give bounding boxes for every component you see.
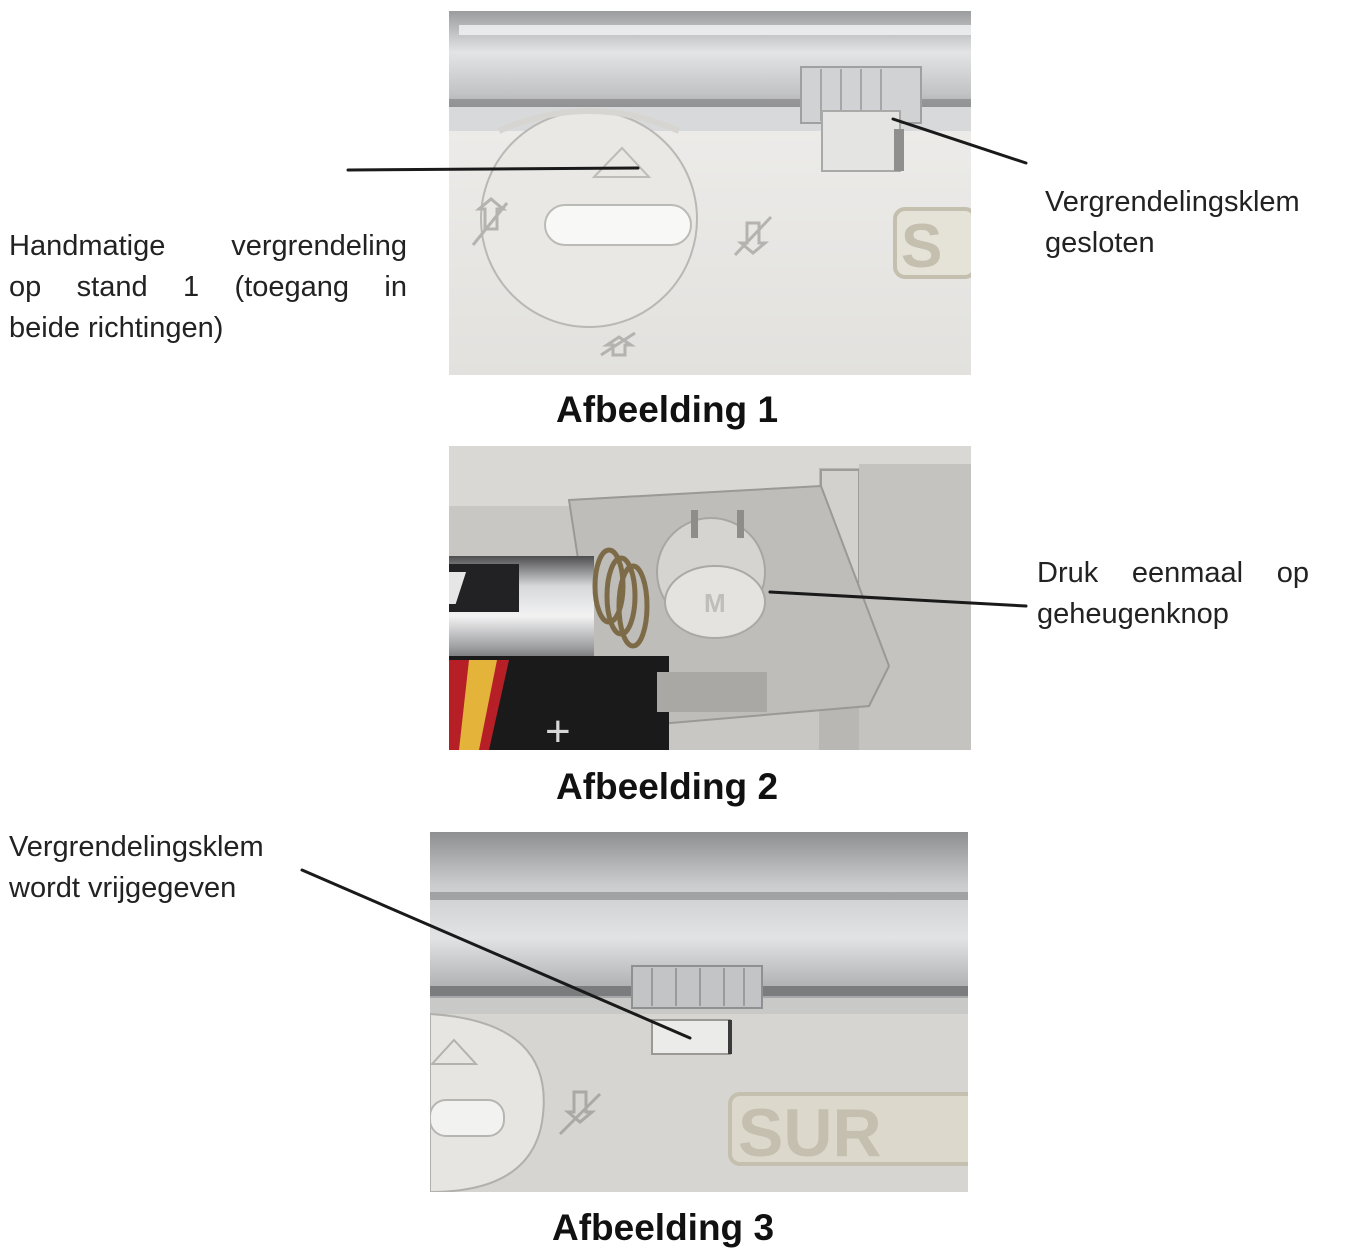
figure-1-left-label: Handmatige vergrendeling op stand 1 (toe…	[9, 226, 407, 349]
figure-1-photo: S	[449, 11, 971, 375]
label-line: Vergrendelingsklem	[9, 831, 264, 863]
figure-2-caption: Afbeelding 2	[556, 766, 779, 807]
label-line: Vergrendelingsklem	[1045, 186, 1300, 218]
label-line: wordt vrijgegeven	[9, 872, 237, 904]
label-line: Handmatige vergrendeling	[9, 230, 407, 262]
logo-text-sur: SUR	[738, 1095, 882, 1171]
label-line: geheugenknop	[1037, 598, 1229, 630]
label-line: op stand 1 (toegang in	[9, 271, 407, 303]
logo-text: S	[901, 212, 942, 281]
label-line: gesloten	[1045, 227, 1155, 259]
figure-2-right-label: Druk eenmaal op geheugenknop	[1037, 553, 1309, 635]
figure-1-caption: Afbeelding 1	[556, 389, 779, 430]
figure-3-photo: SUR	[430, 832, 968, 1192]
label-line: Druk eenmaal op	[1037, 557, 1309, 589]
figure-2-photo: M +	[449, 446, 971, 750]
figure-1-right-label: Vergrendelingsklem gesloten	[1045, 182, 1300, 264]
figure-3-caption: Afbeelding 3	[552, 1207, 775, 1248]
figure-3-left-label: Vergrendelingsklem wordt vrijgegeven	[9, 827, 264, 909]
svg-text:+: +	[545, 707, 571, 750]
memory-button-label: M	[704, 588, 726, 618]
label-line: beide richtingen)	[9, 312, 224, 344]
